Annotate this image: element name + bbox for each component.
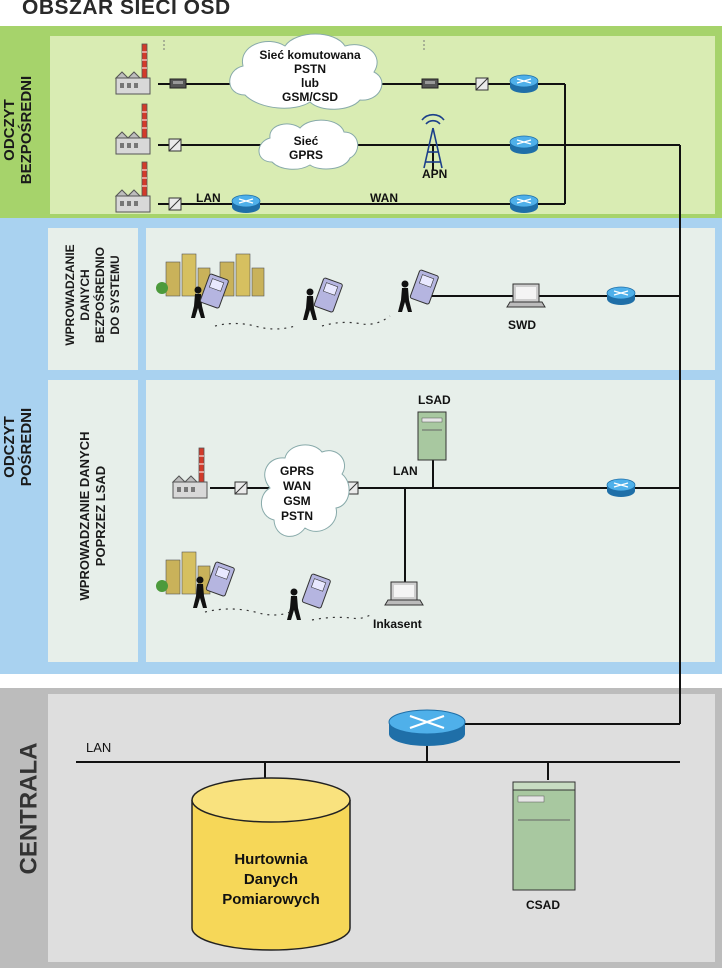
page-title: OBSZAR SIECI OSD [22, 0, 231, 19]
swd-label: SWD [508, 318, 536, 332]
lsad-label: LSAD [418, 393, 451, 407]
converter-icon [168, 138, 182, 152]
router-icon [231, 194, 261, 214]
direct-panel [50, 36, 715, 214]
cloud-gprs [258, 119, 359, 170]
csad-label: CSAD [526, 898, 561, 912]
converter-icon [168, 197, 182, 211]
laptop-icon [384, 581, 424, 606]
inkasent-label: Inkasent [373, 617, 422, 631]
lan-lsad-label: LAN [393, 464, 418, 478]
server-icon [417, 411, 447, 461]
database-icon [191, 777, 351, 951]
converter-icon [234, 481, 248, 495]
cloud-lsad [261, 444, 350, 537]
cloud-gprs-text: Sieć GPRS [288, 134, 323, 162]
server-icon [512, 781, 576, 891]
lsad-label-panel [48, 380, 138, 662]
lan-central-label: LAN [86, 740, 112, 755]
section-direct-label: ODCZYT BEZPOŚREDNI [1, 75, 35, 185]
converter-icon [475, 77, 489, 91]
lan-top-label: LAN [196, 191, 221, 205]
modem-icon [169, 78, 187, 89]
laptop-icon [506, 283, 546, 308]
apn-label: APN [422, 167, 448, 181]
manual-system-label: WPROWADZANIE DANYCH BEZPOŚREDNIO DO SYST… [63, 244, 122, 346]
router-icon [509, 135, 539, 155]
via-lsad-label: WPROWADZANIE DANYCH POPRZEZ LSAD [77, 431, 108, 601]
central-lines [76, 723, 680, 780]
central-panel [48, 694, 715, 962]
modem-icon [421, 78, 439, 89]
router-icon [606, 286, 636, 306]
warehouse-label: Hurtownia Danych Pomiarowych [222, 851, 320, 908]
router-icon [509, 74, 539, 94]
wan-top-label: WAN [370, 191, 398, 205]
cloud-switched-text: Sieć komutowana PSTN lub GSM/CSD [259, 48, 361, 104]
cloud-lsad-text: GPRS WAN GSM PSTN [279, 464, 314, 523]
router-icon [606, 478, 636, 498]
section-central-label: CENTRALA [15, 742, 43, 875]
manual-label-panel [48, 228, 138, 370]
footprints [204, 608, 373, 621]
cloud-switched [229, 33, 383, 110]
section-indirect-label: ODCZYT POŚREDNI [1, 407, 35, 487]
central-router-icon [388, 709, 466, 746]
router-icon [509, 194, 539, 214]
antenna-icon [421, 113, 445, 169]
